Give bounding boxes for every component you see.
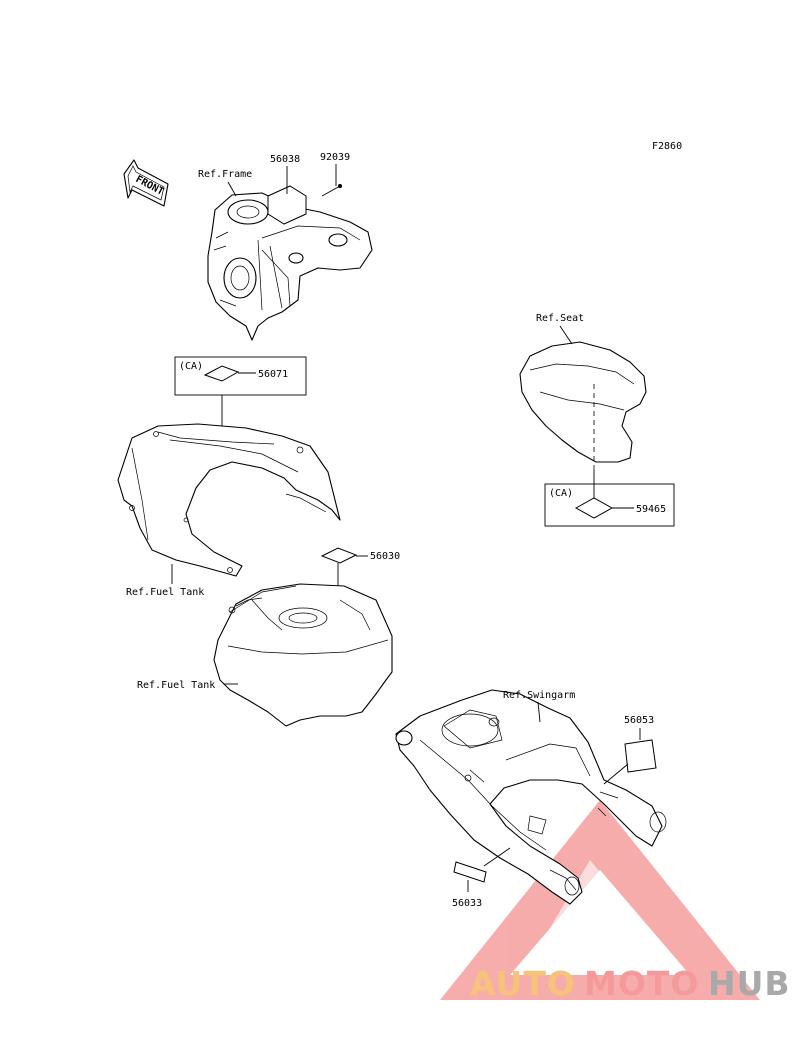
sticker-56030 [320, 547, 358, 564]
frame-drawing [207, 184, 373, 341]
fuel-tank-drawing [213, 583, 393, 727]
front-arrow-icon: FRONT [123, 159, 169, 207]
watermark-moto: MOTO [584, 964, 699, 1003]
swingarm-drawing [395, 689, 667, 905]
ref-fuel-tank-label: Ref.Fuel Tank [137, 680, 215, 691]
watermark-text: AUTO MOTO HUB [470, 964, 791, 1003]
part-92039: 92039 [320, 152, 350, 163]
part-56033: 56033 [452, 898, 482, 909]
ca-label-seat: (CA) [549, 488, 573, 499]
ref-swingarm-label: Ref.Swingarm [503, 690, 575, 701]
part-56030: 56030 [370, 551, 400, 562]
watermark-hub: HUB [708, 964, 791, 1003]
fuel-tank-cover-drawing [117, 423, 341, 577]
watermark-auto: AUTO [470, 964, 576, 1003]
figure-code: F2860 [652, 141, 682, 152]
sticker-56071 [203, 365, 240, 382]
sticker-56053 [624, 739, 657, 773]
sticker-56033 [453, 861, 487, 883]
ca-box-56071 [174, 356, 307, 396]
part-59465: 59465 [636, 504, 666, 515]
part-56053: 56053 [624, 715, 654, 726]
ref-fuel-tank-cover-label: Ref.Fuel Tank [126, 587, 204, 598]
ca-box-59465 [544, 483, 675, 527]
ca-label-tank: (CA) [179, 361, 203, 372]
seat-drawing [519, 341, 647, 463]
ref-seat-label: Ref.Seat [536, 313, 584, 324]
ref-frame-label: Ref.Frame [198, 169, 252, 180]
watermark-logo [440, 800, 760, 1000]
part-56071: 56071 [258, 369, 288, 380]
sticker-59465 [574, 497, 614, 519]
part-56038: 56038 [270, 154, 300, 165]
